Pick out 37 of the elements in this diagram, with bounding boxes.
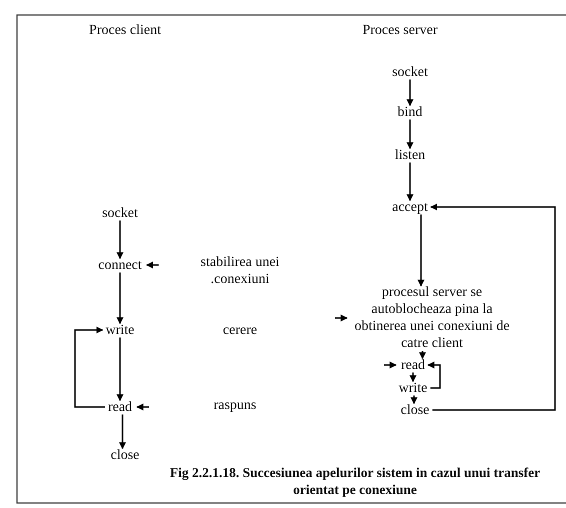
arrow: [146, 262, 159, 268]
call-text: bind: [398, 104, 422, 120]
call-text: write: [106, 322, 134, 338]
figure-caption: Fig 2.2.1.18. Succesiunea apelurilor sistem in cazul unui transfer orientat pe conexiune: [168, 464, 542, 498]
arrow: [136, 404, 150, 410]
arrow: [410, 396, 418, 404]
message-label: cerere: [222, 322, 258, 338]
message-label: stabilirea unei .conexiuni: [200, 254, 280, 288]
call-text: socket: [102, 204, 138, 222]
message-label: raspuns: [214, 396, 256, 414]
call-text: accept: [392, 198, 428, 216]
arrow: [116, 272, 124, 324]
call-text: close: [400, 402, 430, 418]
call-text: write: [398, 380, 428, 396]
call-text: read: [400, 356, 426, 374]
arrow: [335, 314, 348, 322]
call-text: read: [108, 398, 132, 416]
call-text: connect: [98, 256, 142, 274]
arrow: [419, 351, 426, 360]
column-heading: Proces client: [89, 22, 161, 38]
arrow: [384, 362, 397, 368]
column-heading: Proces server: [362, 22, 438, 38]
call-text: close: [110, 446, 140, 464]
arrow: [116, 338, 124, 402]
arrow: [119, 414, 126, 450]
arrow: [430, 204, 556, 411]
arrow: [406, 80, 414, 106]
step-text: procesul server se autoblocheaza pina la obtinerea unei conexiuni de catre client: [352, 284, 512, 352]
arrow: [410, 372, 416, 382]
arrow: [406, 120, 414, 150]
arrow: [116, 220, 124, 260]
arrow: [406, 162, 414, 202]
arrow: [418, 214, 424, 287]
call-text: socket: [392, 64, 428, 80]
arrow: [427, 362, 441, 389]
arrow: [74, 326, 105, 408]
call-text: listen: [394, 146, 426, 164]
